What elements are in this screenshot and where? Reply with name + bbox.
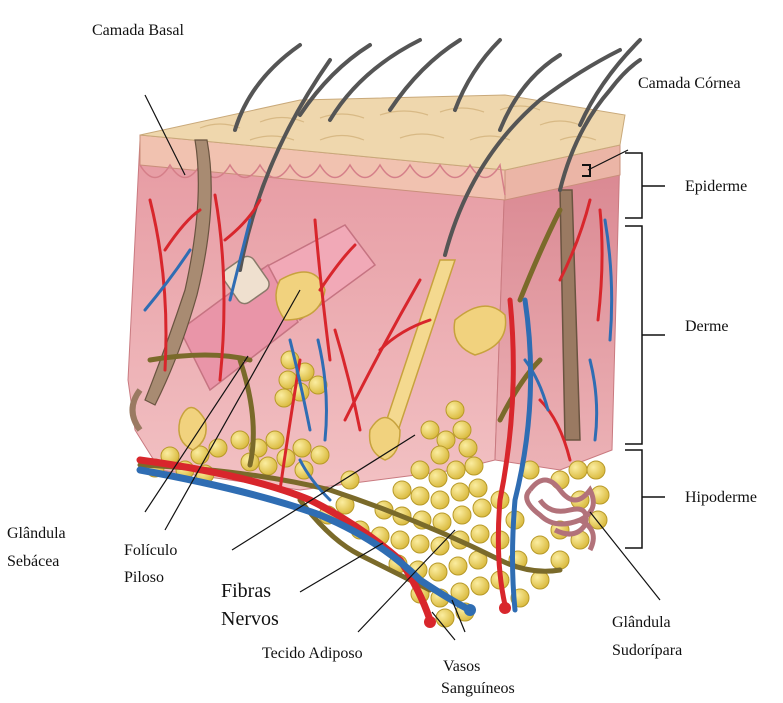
- label-glandula-sebacea: Glândula Sebácea: [7, 523, 66, 573]
- label-camada-cornea: Camada Córnea: [638, 73, 741, 95]
- label-fibras-nervos: Fibras Nervos: [221, 578, 279, 632]
- label-glandula-sudoripara: Glândula Sudorípara: [612, 612, 682, 662]
- label-foliculo-piloso: Folículo Piloso: [124, 540, 177, 589]
- label-tecido-adiposo: Tecido Adiposo: [262, 643, 363, 665]
- layer-brackets: [625, 153, 665, 548]
- label-vasos-sanguineos: Vasos Sanguíneos: [443, 656, 515, 700]
- label-hipoderme: Hipoderme: [685, 487, 757, 509]
- label-derme: Derme: [685, 316, 729, 338]
- label-camada-basal: Camada Basal: [92, 20, 184, 42]
- label-epiderme: Epiderme: [685, 176, 747, 198]
